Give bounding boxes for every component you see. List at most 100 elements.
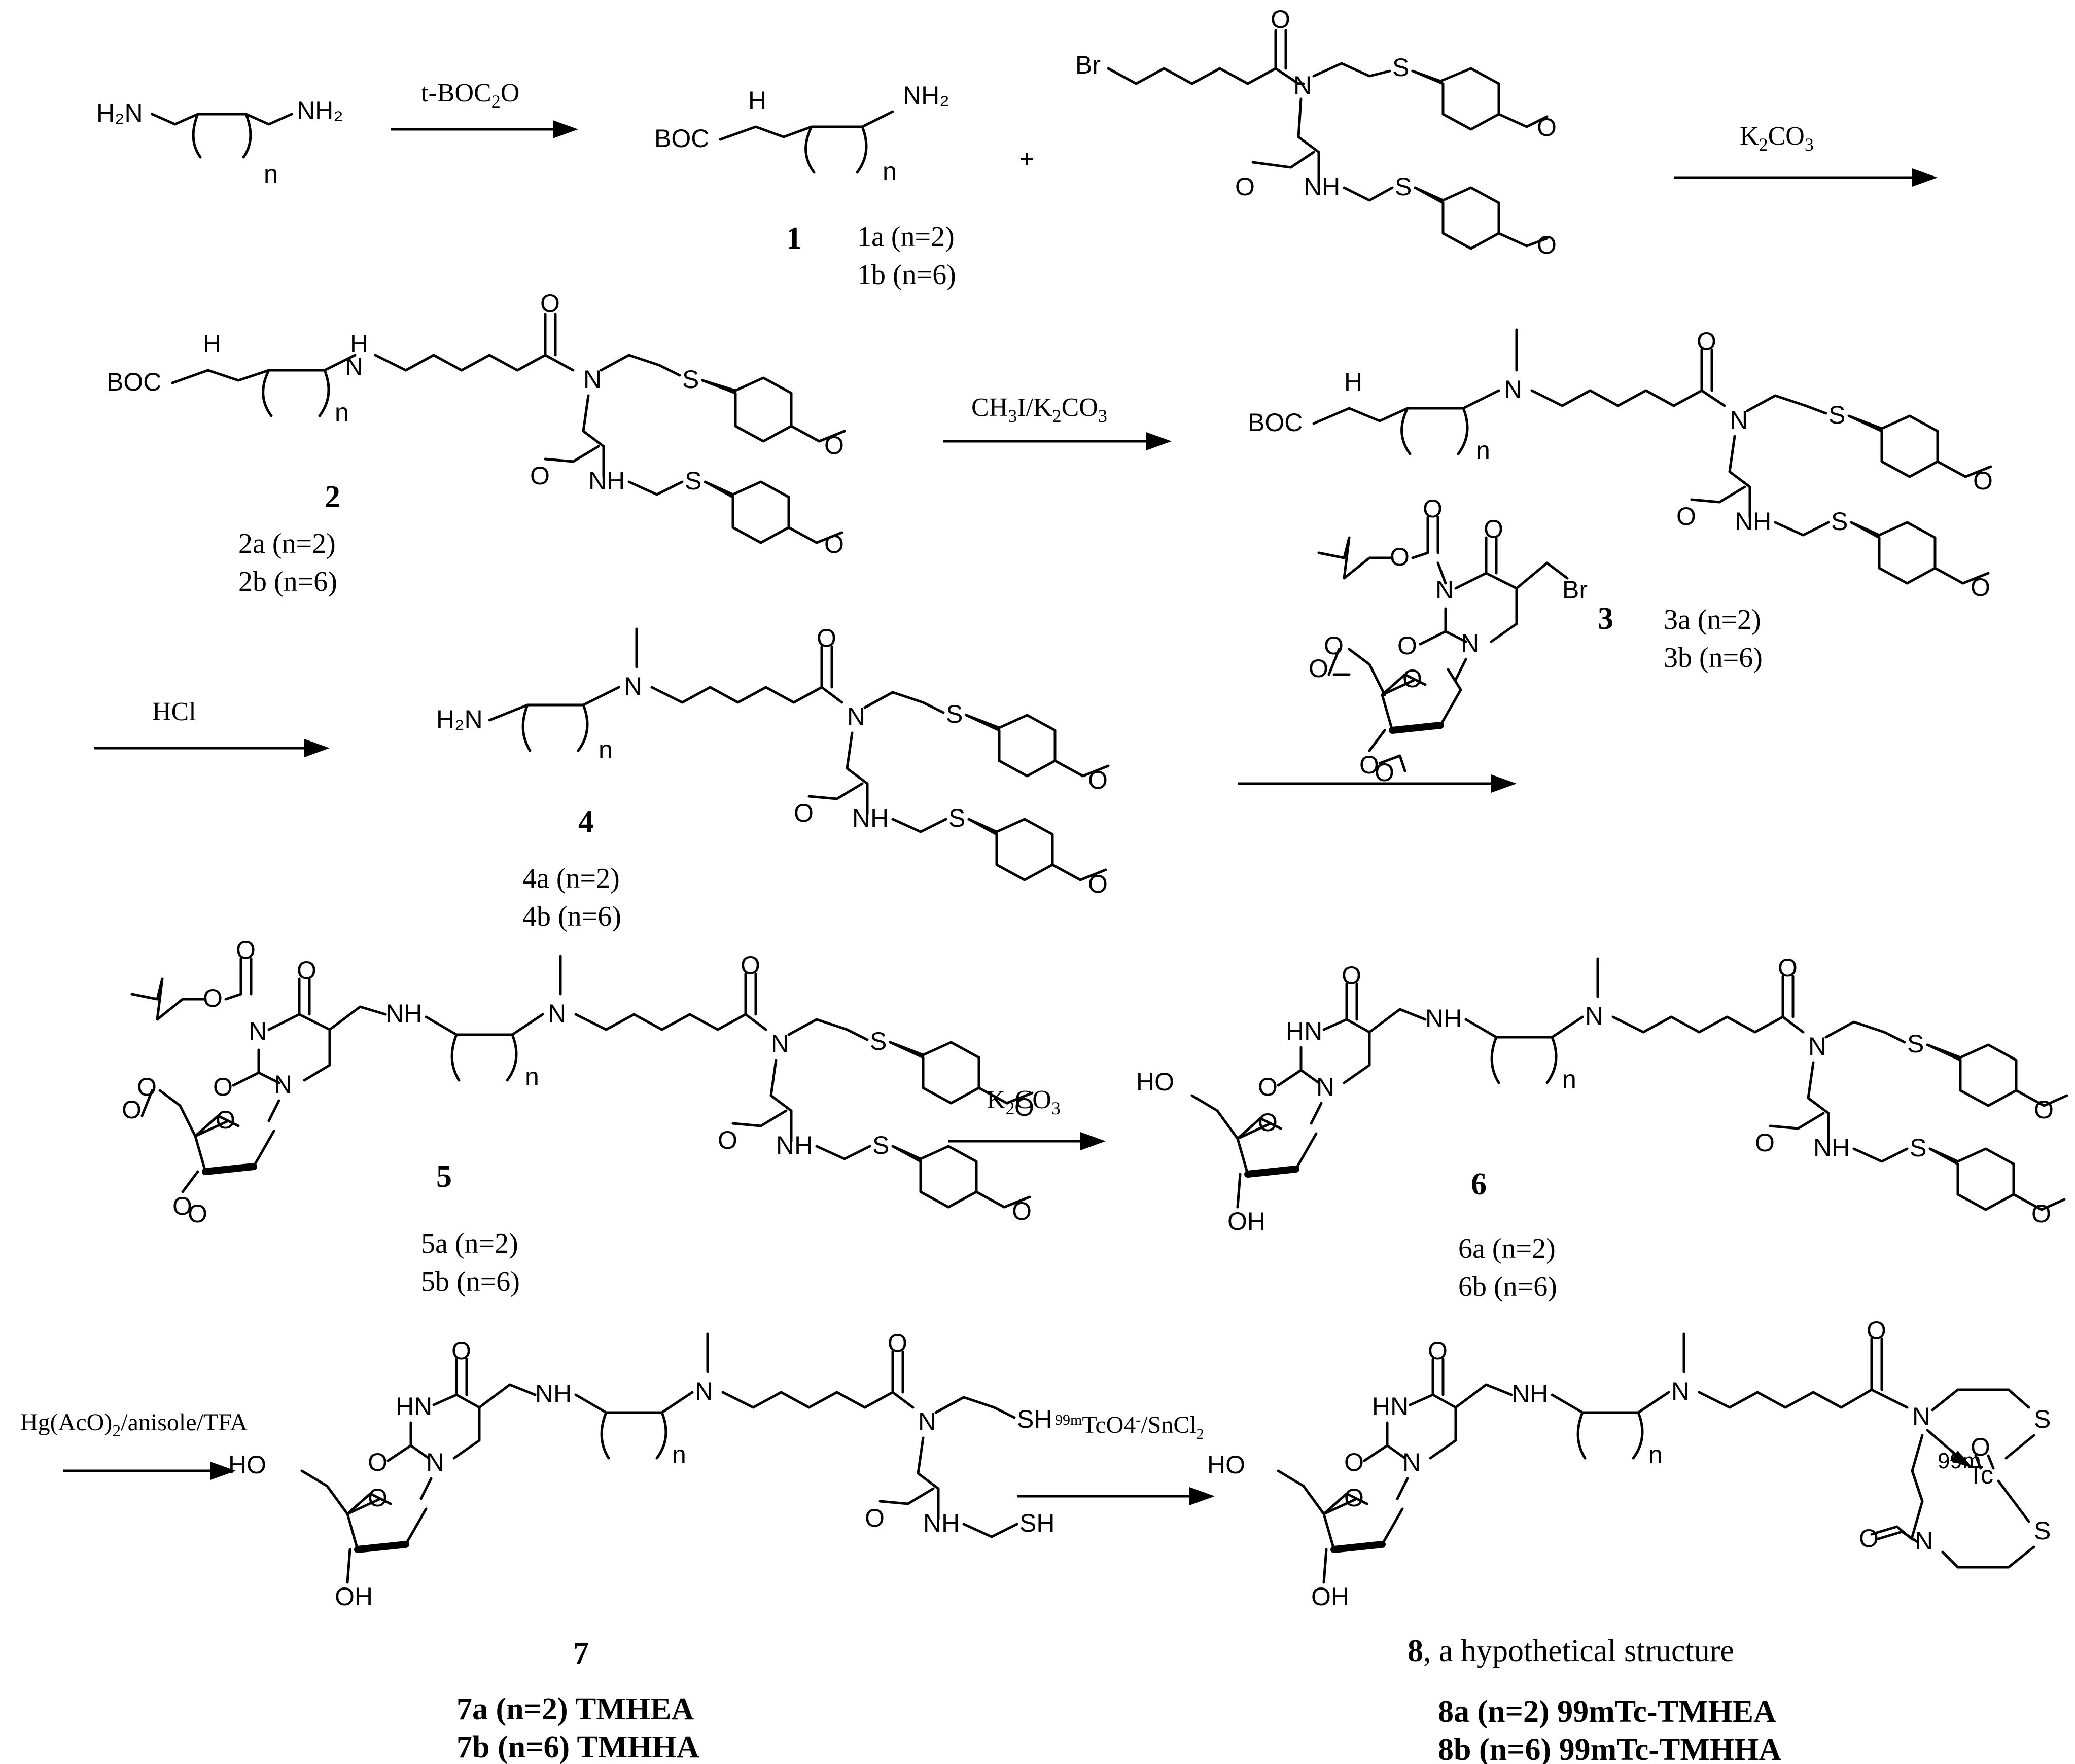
svg-text:O: O: [1778, 954, 1798, 982]
svg-text:NH₂: NH₂: [903, 81, 949, 110]
svg-text:S: S: [682, 365, 699, 394]
svg-text:S: S: [1828, 401, 1845, 429]
diamine-starting-material: H₂N NH₂ n: [96, 96, 343, 188]
svg-text:n: n: [1648, 1440, 1663, 1469]
svg-text:O: O: [203, 984, 223, 1012]
svg-text:HO: HO: [1136, 1068, 1174, 1096]
svg-text:O: O: [718, 1126, 737, 1154]
svg-text:S: S: [946, 700, 963, 728]
svg-text:8a (n=2) 99mTc-TMHEA: 8a (n=2) 99mTc-TMHEA: [1438, 1695, 1776, 1729]
svg-text:NH₂: NH₂: [297, 96, 343, 125]
svg-text:99m: 99m: [1938, 1449, 1981, 1473]
svg-text:O: O: [1423, 495, 1443, 523]
svg-text:HO: HO: [1207, 1451, 1245, 1479]
svg-text:O: O: [1324, 631, 1344, 660]
svg-text:H: H: [748, 86, 766, 115]
svg-text:NH: NH: [923, 1509, 960, 1537]
svg-text:5b (n=6): 5b (n=6): [421, 1266, 520, 1297]
svg-text:2b (n=6): 2b (n=6): [238, 566, 337, 597]
svg-text:1a (n=2): 1a (n=2): [857, 221, 955, 253]
svg-text:O: O: [216, 1106, 235, 1134]
svg-text:O: O: [1088, 766, 1108, 794]
svg-text:6a (n=2): 6a (n=2): [1458, 1233, 1556, 1264]
svg-text:O: O: [1359, 751, 1379, 779]
svg-text:NH: NH: [1813, 1134, 1850, 1162]
svg-text:O: O: [1375, 758, 1394, 787]
svg-text:4b (n=6): 4b (n=6): [522, 901, 621, 932]
svg-text:O: O: [2034, 1096, 2054, 1124]
svg-text:NH: NH: [1304, 172, 1340, 201]
compound-7-structure: HN O NH O N O HO OH N n O N SH O NH SH 7…: [228, 1329, 1054, 1764]
svg-text:N: N: [695, 1377, 713, 1405]
svg-text:S: S: [870, 1027, 887, 1055]
svg-text:N: N: [1808, 1032, 1826, 1061]
reaction-step-8: 99mTcO4-/SnCl2: [1017, 1412, 1215, 1505]
svg-text:O: O: [1537, 113, 1557, 142]
svg-text:O: O: [824, 530, 844, 558]
svg-text:O: O: [888, 1329, 907, 1357]
svg-text:N: N: [583, 365, 602, 394]
svg-text:O: O: [865, 1504, 885, 1532]
svg-text:HCl: HCl: [152, 697, 196, 726]
svg-text:99mTcO4-/SnCl2: 99mTcO4-/SnCl2: [1055, 1412, 1204, 1442]
svg-text:5a (n=2): 5a (n=2): [421, 1228, 518, 1259]
svg-text:O: O: [297, 956, 316, 984]
svg-text:BOC: BOC: [1248, 408, 1303, 437]
svg-text:S: S: [1392, 53, 1409, 82]
svg-text:O: O: [1402, 664, 1422, 693]
svg-text:N: N: [1671, 1377, 1690, 1405]
svg-text:O: O: [188, 1199, 207, 1228]
svg-text:N: N: [847, 702, 865, 731]
svg-text:SH: SH: [1019, 1509, 1054, 1537]
svg-text:7: 7: [573, 1636, 589, 1671]
svg-text:SH: SH: [1017, 1405, 1052, 1433]
reaction-step-1: t-BOC2O: [391, 79, 578, 138]
svg-text:OH: OH: [1227, 1207, 1265, 1236]
svg-text:O: O: [1014, 1093, 1034, 1121]
svg-text:t-BOC2O: t-BOC2O: [421, 79, 519, 112]
svg-text:3a (n=2): 3a (n=2): [1664, 604, 1761, 636]
svg-text:O: O: [1012, 1197, 1032, 1225]
svg-text:H: H: [1344, 368, 1362, 396]
svg-text:2a (n=2): 2a (n=2): [238, 528, 336, 559]
svg-text:O: O: [540, 289, 560, 317]
svg-text:O: O: [1484, 515, 1503, 543]
svg-text:NH: NH: [1511, 1380, 1548, 1408]
svg-text:N: N: [548, 999, 566, 1028]
svg-text:H₂N: H₂N: [96, 99, 143, 127]
svg-text:4: 4: [578, 804, 594, 839]
svg-text:Hg(AcO)2/anisole/TFA: Hg(AcO)2/anisole/TFA: [20, 1409, 248, 1440]
svg-text:N: N: [1730, 406, 1748, 434]
compound-4-structure: H₂N N n O N S O O NH S O 4 4a (n=2) 4b (…: [436, 624, 1110, 932]
reaction-step-5: [1238, 774, 1517, 793]
svg-text:O: O: [1973, 467, 1993, 495]
bromo-amide-reagent: Br O N S O O NH S O: [1075, 5, 1557, 259]
svg-text:HN: HN: [1372, 1392, 1409, 1421]
svg-text:O: O: [1271, 5, 1290, 33]
svg-text:n: n: [1476, 436, 1490, 465]
reaction-step-7: Hg(AcO)2/anisole/TFA: [20, 1409, 248, 1480]
reaction-step-4: HCl: [94, 697, 330, 757]
svg-text:O: O: [1428, 1336, 1448, 1365]
svg-text:BOC: BOC: [107, 368, 161, 396]
svg-text:O: O: [1235, 172, 1255, 201]
svg-text:HO: HO: [228, 1451, 266, 1479]
svg-text:HN: HN: [1286, 1017, 1322, 1045]
reaction-step-2: K2CO3: [1674, 122, 1938, 187]
svg-text:NH: NH: [776, 1131, 813, 1159]
svg-text:O: O: [824, 431, 844, 460]
svg-text:O: O: [1859, 1524, 1879, 1553]
svg-text:N: N: [918, 1407, 936, 1436]
svg-text:O: O: [1867, 1316, 1886, 1345]
svg-text:N: N: [1585, 1002, 1603, 1030]
svg-text:O: O: [1697, 327, 1716, 356]
svg-text:O: O: [1971, 1433, 1990, 1461]
svg-text:O: O: [1344, 1484, 1364, 1512]
compound-1-label: 1: [786, 221, 802, 256]
svg-text:3b (n=6): 3b (n=6): [1664, 642, 1763, 674]
svg-text:n: n: [672, 1440, 686, 1469]
svg-text:3: 3: [1598, 602, 1613, 636]
svg-text:H: H: [203, 330, 221, 358]
compound-8-structure: HN O NH O N O HO OH N n O N S Tc 99m O S…: [1207, 1316, 2051, 1764]
